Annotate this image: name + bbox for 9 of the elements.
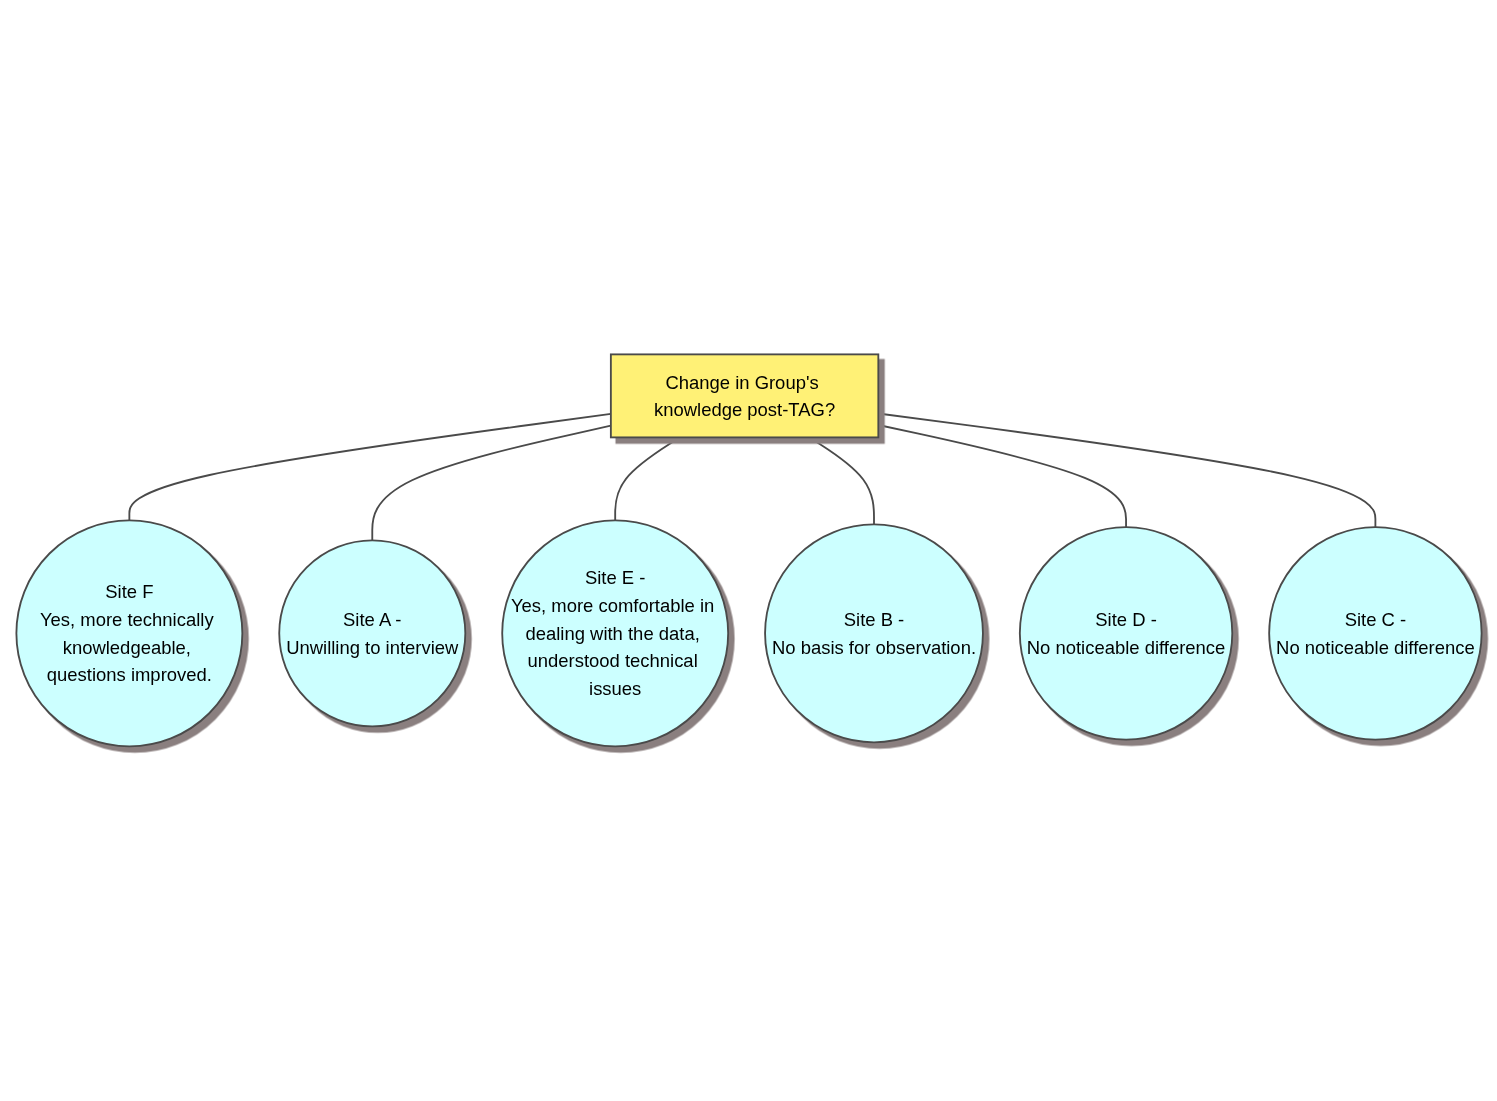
node-circle: Site C - No noticeable difference [1267, 526, 1483, 741]
node-circle: Site D - No noticeable difference [1018, 526, 1233, 741]
connector [807, 436, 875, 526]
node-circle: Site F Yes, more technically knowledgeable, questions improved. [14, 519, 243, 748]
connector [613, 436, 681, 522]
node-box: Change in Group's knowledge post-TAG? [609, 353, 879, 439]
node-circle: Site A - Unwilling to interview [277, 539, 466, 728]
node-circle: Site E - Yes, more comfortable in dealing with the data, understood technical issues [500, 519, 729, 748]
node-circle: Site B - No basis for observation. [763, 523, 984, 744]
